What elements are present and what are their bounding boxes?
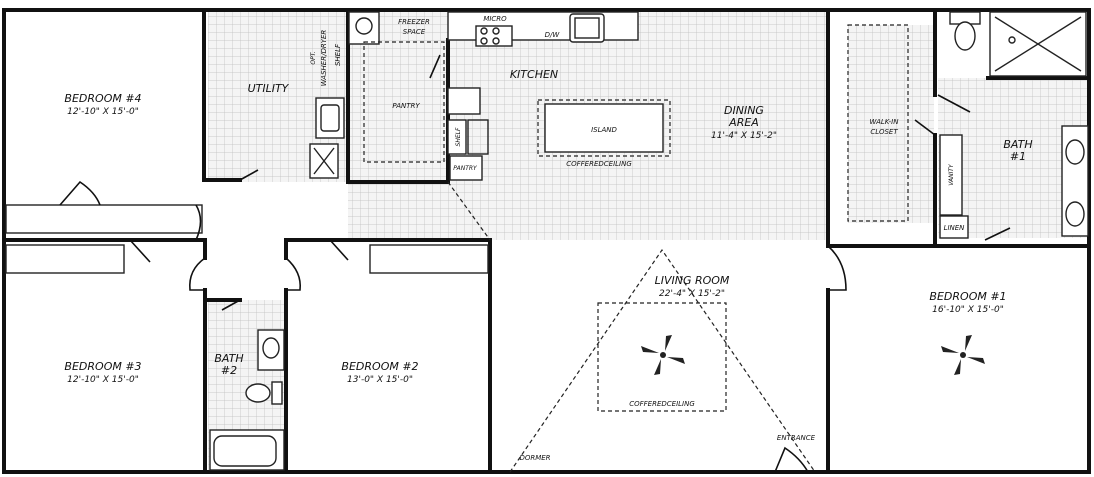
dormer-label: DORMER — [519, 454, 550, 462]
living-name: LIVING ROOM — [655, 274, 730, 287]
coffered-living-outline — [597, 302, 727, 412]
kitchen-shelf-label: SHELF — [455, 127, 462, 146]
bedroom3-dim: 12'-10" X 15'-0" — [67, 375, 139, 385]
pantry-large-label: PANTRY — [392, 102, 420, 110]
walkin-line2: CLOSET — [870, 128, 898, 136]
kitchen-shelf-box — [447, 119, 467, 155]
sink — [569, 13, 605, 43]
bedroom2-name: BEDROOM #2 — [341, 360, 418, 373]
living-dim: 22'-4" X 15'-2" — [659, 289, 725, 299]
bath1-line1: BATH — [1003, 138, 1032, 151]
labels: BEDROOM #4 12'-10" X 15'-0" BEDROOM #3 1… — [64, 15, 1032, 462]
bedroom2-dim: 13'-0" X 15'-0" — [347, 375, 413, 385]
coffered-kitchen-outline — [537, 99, 671, 157]
freezer-box — [348, 11, 380, 45]
walkin-line1: WALK-IN — [870, 118, 900, 126]
vanity-box — [939, 134, 963, 216]
washer-dryer-label: WASHER/DRYER — [320, 30, 328, 87]
island-label: ISLAND — [591, 126, 617, 134]
coffered-kitchen-label: COFFEREDCEILING — [566, 160, 632, 168]
utility-shelf-label: SHELF — [334, 43, 342, 66]
fridge-nook — [447, 87, 481, 115]
coffered-living-label: COFFEREDCEILING — [629, 400, 695, 408]
walls — [2, 8, 1091, 474]
kitchen-pantry-box — [449, 155, 483, 181]
freezer-line2: SPACE — [403, 28, 426, 36]
utility-label: UTILITY — [248, 82, 290, 95]
bedroom3-name: BEDROOM #3 — [64, 360, 141, 373]
linen-label: LINEN — [944, 224, 966, 232]
bedroom4-name: BEDROOM #4 — [64, 92, 141, 105]
linen-box — [939, 215, 969, 239]
bedroom1-dim: 16'-10" X 15'-0" — [932, 305, 1004, 315]
island — [544, 103, 664, 153]
bedroom1-name: BEDROOM #1 — [929, 290, 1006, 303]
doors — [59, 54, 1011, 473]
dormer-line — [509, 248, 816, 473]
closet-shelf-b2 — [369, 244, 489, 274]
pantry-small-label: PANTRY — [453, 165, 478, 172]
closet-outline — [847, 24, 909, 222]
bath1-line2: #1 — [1010, 150, 1026, 163]
ceiling-fan-icon-bedroom1 — [941, 335, 985, 375]
micro-label: MICRO — [483, 15, 507, 23]
closet-shelf-b4 — [5, 204, 203, 234]
opt-label: OPT. — [310, 51, 317, 64]
vanity-label: VANITY — [948, 163, 955, 186]
freezer-line1: FREEZER — [398, 18, 430, 26]
fixtures — [5, 11, 1089, 471]
dining-line1: DINING — [724, 104, 764, 117]
kitchen-label: KITCHEN — [510, 68, 558, 81]
dashed-lines — [363, 24, 909, 473]
dining-dim: 11'-4" X 15'-2" — [711, 131, 777, 141]
bath2-line2: #2 — [221, 364, 237, 377]
washer-box — [315, 97, 345, 139]
entrance-label: ENTRANCE — [777, 434, 816, 442]
pantry-outline — [363, 41, 445, 163]
bedroom4-dim: 12'-10" X 15'-0" — [67, 107, 139, 117]
dining-line2: AREA — [728, 116, 759, 129]
bath2-line1: BATH — [214, 352, 243, 365]
dw-label: D/W — [545, 31, 561, 39]
closet-shelf-b3 — [5, 244, 125, 274]
ceiling-fan-icon — [641, 335, 685, 375]
